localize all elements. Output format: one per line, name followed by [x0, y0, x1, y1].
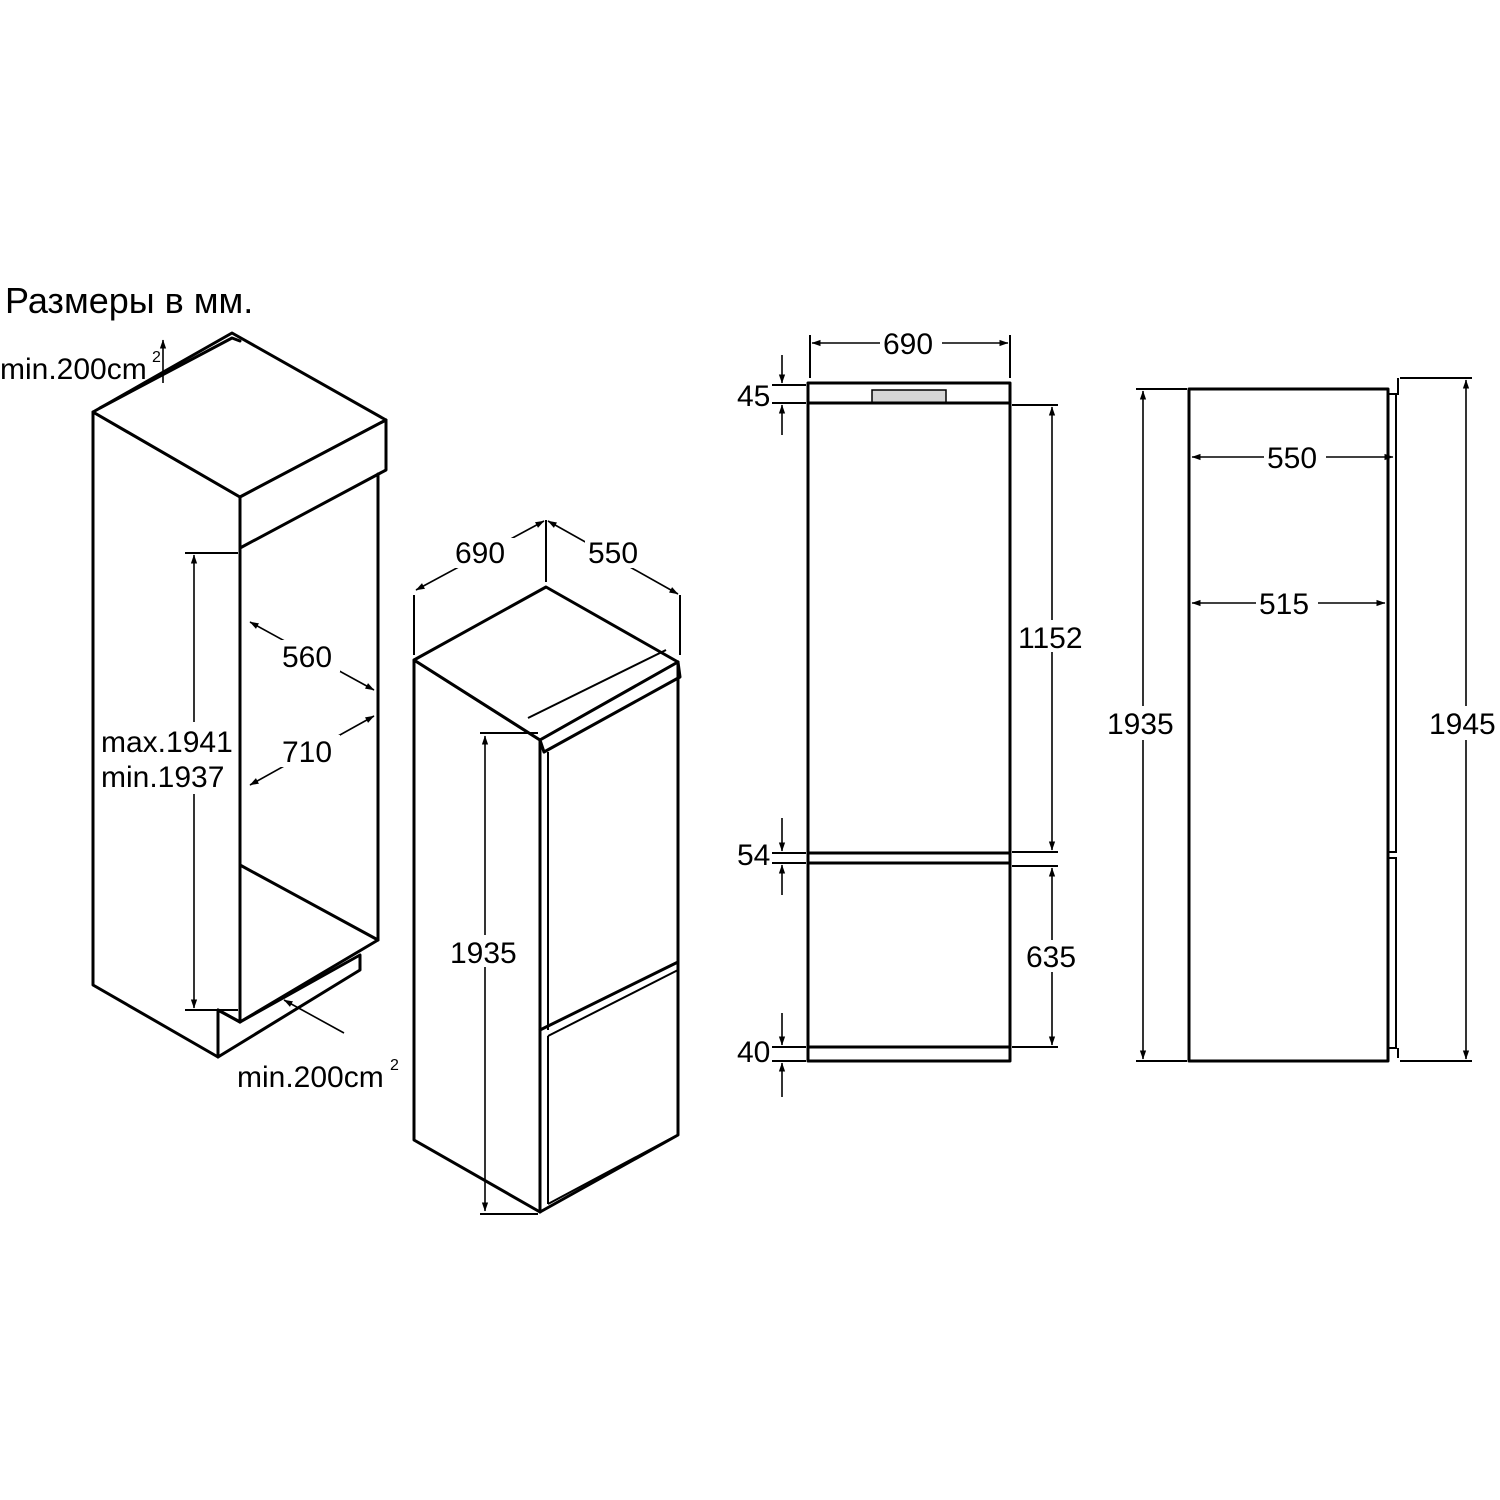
- niche-floor: [238, 863, 380, 1024]
- niche-dimensions: min.200cm 2 max.1941 min.1937 560 710 mi…: [0, 339, 399, 1094]
- vent-bottom-label: min.200cm: [237, 1061, 384, 1094]
- iso-height-label: 1935: [450, 937, 517, 970]
- front-lower-door-label: 635: [1026, 941, 1076, 974]
- niche-height-min: min.1937: [101, 761, 224, 794]
- iso-width-label: 690: [455, 537, 505, 570]
- front-width-label: 690: [883, 328, 933, 361]
- niche-cabinet: [91, 331, 388, 1059]
- front-view-dimensions: 690 45 1152 54 635 40: [737, 327, 1092, 1097]
- niche-depth-label: 710: [282, 736, 332, 769]
- front-lower-door: [806, 861, 1012, 1049]
- front-top-gap-label: 45: [737, 380, 770, 413]
- front-mid-gap-label: 54: [737, 839, 770, 872]
- front-bottom-trim: [806, 1045, 1012, 1063]
- vent-bottom-sup: 2: [390, 1057, 399, 1074]
- side-lower-door: [1388, 857, 1397, 1049]
- front-view: [806, 381, 1012, 1063]
- appliance-iso-dimensions: 690 550 1935: [413, 520, 681, 1215]
- appliance-door-split: [538, 960, 680, 1032]
- side-depth-inner-label: 515: [1259, 588, 1309, 621]
- page-title: Размеры в мм.: [5, 280, 253, 321]
- front-vent-grille: [871, 389, 947, 404]
- vent-top-sup: 2: [152, 349, 161, 366]
- iso-depth-label: 550: [588, 537, 638, 570]
- front-upper-door: [806, 401, 1012, 855]
- appliance-iso: [412, 585, 682, 1214]
- side-view: [1187, 378, 1399, 1063]
- side-total-height-label: 1945: [1429, 708, 1496, 741]
- front-bottom-gap-label: 40: [737, 1036, 770, 1069]
- niche-width-label: 560: [282, 641, 332, 674]
- side-upper-door: [1388, 393, 1397, 853]
- niche-top-rail: [238, 418, 388, 550]
- front-upper-door-label: 1152: [1018, 622, 1083, 655]
- appliance-top-strip: [538, 660, 682, 754]
- side-body: [1187, 387, 1390, 1063]
- vent-top-label: min.200cm: [0, 353, 147, 386]
- side-depth-outer-label: 550: [1267, 442, 1317, 475]
- side-view-dimensions: 550 515 1935 1945: [1106, 377, 1500, 1062]
- side-body-height-label: 1935: [1107, 708, 1174, 741]
- niche-height-max: max.1941: [101, 726, 233, 759]
- vent-bottom-arrow: [283, 999, 345, 1034]
